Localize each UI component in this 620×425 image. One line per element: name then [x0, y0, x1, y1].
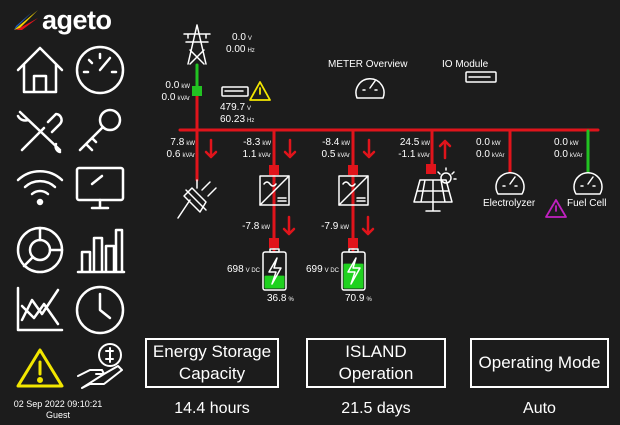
- tools-icon[interactable]: [16, 110, 63, 154]
- unit: %: [366, 297, 372, 303]
- grid-kw: 0.0: [165, 80, 180, 91]
- meter-voltage: 479.7: [220, 102, 246, 113]
- flow-arrows: [204, 138, 452, 236]
- io-module-device-icon[interactable]: [465, 71, 497, 83]
- inverter1-kw: -8.3: [243, 137, 261, 148]
- brand-name: ageto: [42, 5, 112, 35]
- unit: V DC: [324, 268, 339, 274]
- battery2-kw: -7.9: [321, 221, 339, 232]
- energy-storage-capacity-value: 14.4 hours: [174, 400, 250, 417]
- meter-overview-gauge-icon[interactable]: [355, 78, 385, 99]
- unit: kVAr: [258, 153, 271, 159]
- monitor-icon[interactable]: [75, 166, 125, 210]
- unit: kVAr: [182, 153, 195, 159]
- operating-mode-button[interactable]: Operating Mode: [470, 338, 609, 388]
- logo: ageto: [12, 3, 112, 36]
- inverter2-kw: -8.4: [322, 137, 340, 148]
- load-kw: 7.8: [170, 137, 185, 148]
- solar-kvar: -1.1: [398, 149, 416, 160]
- battery1-soc: 36.8: [267, 293, 287, 304]
- meter-warning-icon[interactable]: [249, 81, 271, 101]
- battery-icon[interactable]: [341, 248, 366, 291]
- electrolyzer-label: Electrolyzer: [483, 198, 536, 209]
- grid-breaker-closed[interactable]: [192, 86, 202, 96]
- pie-chart-icon[interactable]: [16, 226, 64, 274]
- live-lines: [195, 63, 590, 174]
- meter-device-icon[interactable]: [221, 86, 249, 97]
- unit: kW: [181, 84, 190, 90]
- unit: Hz: [247, 118, 255, 124]
- meter-overview-link[interactable]: METER Overview: [328, 59, 408, 70]
- grid-tower-icon: [183, 24, 211, 65]
- inverter-icon[interactable]: [338, 175, 369, 206]
- battery-icon[interactable]: [262, 248, 287, 291]
- battery1-vdc: 698: [226, 264, 244, 275]
- unit: kVAr: [337, 153, 350, 159]
- unit: kW: [341, 141, 350, 147]
- fuel-cell-kvar: 0.0: [554, 149, 568, 160]
- unit: kW: [262, 141, 271, 147]
- fuel-cell-alert-icon[interactable]: [545, 199, 567, 218]
- electrolyzer-kvar: 0.0: [476, 149, 490, 160]
- fuel-cell-kw: 0.0: [554, 137, 568, 148]
- load-kvar: 0.6: [166, 149, 181, 160]
- unit: V DC: [245, 268, 260, 274]
- solar-kw: 24.5: [399, 137, 420, 148]
- battery1-kw: -7.8: [242, 221, 260, 232]
- unit: kW: [340, 225, 349, 231]
- inverter2-kvar: 0.5: [321, 149, 336, 160]
- electrolyzer-kw: 0.0: [476, 137, 490, 148]
- unit: kVAr: [417, 153, 430, 159]
- alarm-warning-icon[interactable]: [16, 348, 64, 388]
- inverter1-kvar: 1.1: [242, 149, 257, 160]
- unit: kVAr: [569, 153, 583, 159]
- unit: kW: [491, 141, 501, 147]
- unit: Hz: [247, 48, 255, 54]
- unit: kW: [261, 225, 270, 231]
- unit: kVAr: [177, 96, 190, 102]
- unit: kW: [421, 141, 430, 147]
- timestamp: 02 Sep 2022 09:10:21: [13, 399, 103, 409]
- unit: V: [247, 106, 252, 112]
- wifi-icon[interactable]: [16, 170, 64, 206]
- line-chart-icon[interactable]: [16, 286, 64, 332]
- inverter-icon[interactable]: [259, 175, 290, 206]
- energy-storage-capacity-button[interactable]: Energy Storage Capacity: [145, 338, 279, 388]
- key-icon[interactable]: [78, 108, 122, 152]
- breakers-open[interactable]: [269, 164, 436, 248]
- bar-chart-icon[interactable]: [76, 228, 126, 274]
- battery2-vdc: 699: [305, 264, 323, 275]
- meter-voltage-top: 0.0: [232, 32, 246, 43]
- fuel-cell-gauge-icon[interactable]: [573, 172, 603, 195]
- bolt-icon: [268, 257, 361, 285]
- home-icon[interactable]: [16, 46, 64, 94]
- solar-panel-icon[interactable]: [413, 167, 457, 212]
- unit: kVAr: [491, 153, 505, 159]
- user-name: Guest: [45, 410, 70, 420]
- logo-mark-icon: [14, 10, 38, 30]
- plug-icon: [177, 179, 217, 219]
- unit: kW: [186, 141, 195, 147]
- clock-icon[interactable]: [75, 285, 125, 335]
- finance-hand-icon[interactable]: [77, 343, 123, 389]
- fuel-cell-label: Fuel Cell: [567, 198, 607, 209]
- meter-freq: 60.23: [220, 114, 246, 125]
- electrolyzer-gauge-icon[interactable]: [495, 172, 525, 195]
- battery2-soc: 70.9: [345, 293, 365, 304]
- grid-kvar: 0.0: [161, 92, 176, 103]
- unit: V: [247, 36, 252, 42]
- unit: kW: [569, 141, 579, 147]
- island-operation-button[interactable]: ISLAND Operation: [306, 338, 446, 388]
- operating-mode-value: Auto: [523, 400, 556, 417]
- io-module-link[interactable]: IO Module: [442, 59, 489, 70]
- unit: %: [288, 297, 294, 303]
- meter-freq-top: 0.00: [226, 44, 246, 55]
- dashboard-gauge-icon[interactable]: [75, 45, 125, 95]
- island-operation-value: 21.5 days: [341, 400, 411, 417]
